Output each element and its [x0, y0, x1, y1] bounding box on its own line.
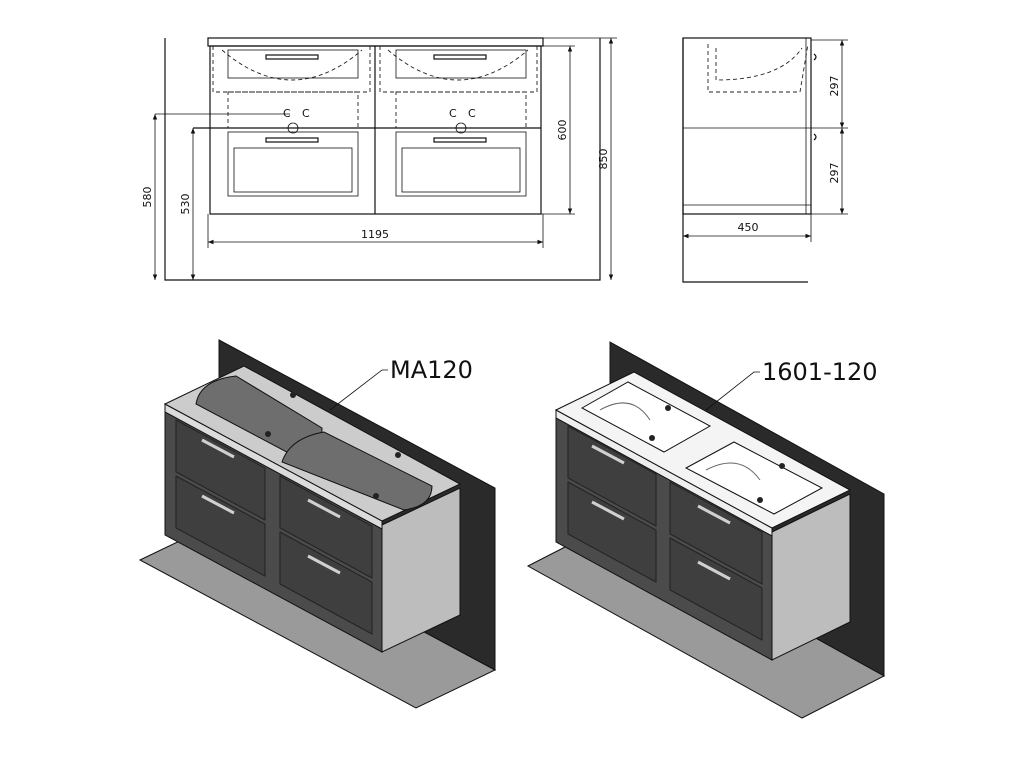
- iso-view-1601-120: 1601-120: [526, 341, 886, 719]
- basin-shading: [599, 402, 651, 421]
- plumbing-space-left: [227, 91, 359, 129]
- valve-symbol: C: [449, 107, 457, 120]
- drawer-upper-left: [227, 49, 359, 79]
- countertop: [207, 37, 544, 47]
- width-label: 1195: [361, 228, 389, 241]
- drawer-handle: [591, 444, 625, 465]
- drawer-lower-left-panel: [233, 147, 353, 193]
- handle-upper-left: [265, 54, 319, 60]
- model-label: MA120: [390, 356, 473, 384]
- basin-shading: [705, 462, 761, 481]
- tap-hole-icon: [665, 405, 671, 411]
- cabinet-side: [771, 493, 851, 661]
- cabinet-side: [381, 487, 461, 653]
- basin-left-hidden: [212, 46, 371, 93]
- basin-left-curve: [221, 49, 363, 81]
- waste-height-label: 530: [179, 194, 192, 215]
- drawer: [669, 537, 763, 641]
- sink-left: [580, 381, 712, 453]
- valve-symbol: C: [302, 107, 310, 120]
- handle-lower-right: [433, 137, 487, 143]
- handle-profile: [813, 133, 817, 141]
- label-leader: [705, 371, 760, 411]
- drawer-lower-right-panel: [401, 147, 521, 193]
- drawer: [279, 531, 373, 635]
- drawer-lower-right: [395, 131, 527, 197]
- drawer-lower-left: [227, 131, 359, 197]
- drawer-upper-right: [395, 49, 527, 79]
- tap-hole-icon: [290, 392, 296, 398]
- cabinet-side: [682, 37, 812, 215]
- drain-icon: [265, 431, 271, 437]
- drawer-handle: [591, 500, 625, 521]
- label-leader: [329, 369, 388, 411]
- handle-profile: [813, 53, 817, 61]
- drawer: [669, 481, 763, 585]
- drawer: [175, 419, 266, 521]
- lower-drawer-label: 297: [828, 163, 841, 184]
- valve-symbol: C: [283, 107, 291, 120]
- drain-icon: [649, 435, 655, 441]
- handle-lower-left: [265, 137, 319, 143]
- drain-icon: [757, 497, 763, 503]
- cabinet-height-label: 600: [556, 120, 569, 141]
- front-view: C C C C 1195 600 850 530: [141, 37, 617, 281]
- sink-right: [281, 431, 433, 511]
- drain-icon: [373, 493, 379, 499]
- basin-curve: [715, 47, 803, 81]
- valve-symbol: C: [468, 107, 476, 120]
- sink-right: [684, 441, 824, 515]
- drawer: [175, 475, 266, 577]
- tap-hole-icon: [779, 463, 785, 469]
- drawer: [279, 475, 373, 579]
- wall-floor-outline: [682, 38, 808, 283]
- drawer-handle: [697, 560, 731, 581]
- drawer: [567, 481, 657, 583]
- upper-drawer-label: 297: [828, 76, 841, 97]
- tap-hole-icon: [395, 452, 401, 458]
- drawer-handle: [697, 504, 731, 525]
- basin-right-hidden: [379, 46, 538, 93]
- drawer-handle: [201, 494, 235, 515]
- drawer-handle: [307, 554, 341, 575]
- model-label: 1601-120: [762, 358, 878, 386]
- total-height-label: 850: [597, 149, 610, 170]
- basin-right-curve: [387, 49, 529, 81]
- plumbing-space-right: [395, 91, 527, 129]
- depth-label: 450: [738, 221, 759, 234]
- handle-upper-right: [433, 54, 487, 60]
- drawer-handle: [307, 498, 341, 519]
- drawer-handle: [201, 438, 235, 459]
- wall-outline: [164, 38, 601, 281]
- basin-hidden: [707, 43, 809, 93]
- side-view: 297 297 450: [682, 37, 848, 283]
- iso-view-ma120: MA120: [138, 339, 497, 709]
- supply-height-label: 580: [141, 187, 154, 208]
- drawer: [567, 425, 657, 527]
